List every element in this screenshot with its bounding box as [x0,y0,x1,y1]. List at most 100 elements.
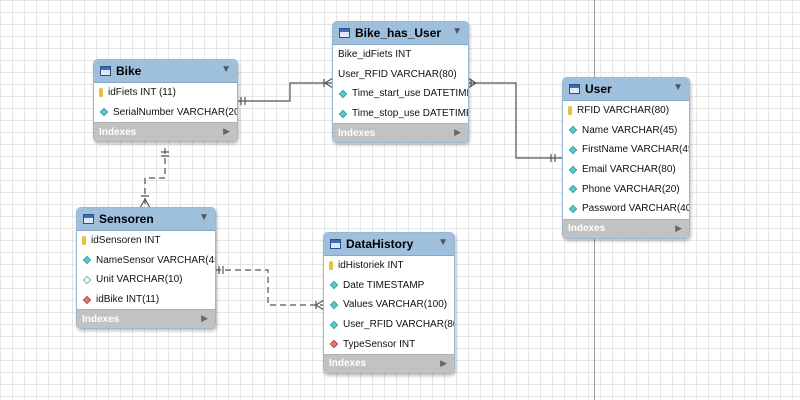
column-label: Bike_idFiets INT [338,49,412,61]
column-row[interactable]: Email VARCHAR(80) [563,160,689,180]
relationship-user-bike-has-user [467,82,563,159]
entity-header[interactable]: DataHistory ▼ [324,233,454,256]
chevron-down-icon[interactable]: ▼ [221,64,231,75]
column-row[interactable]: User_RFID VARCHAR(80) [333,65,468,85]
entity-bike[interactable]: Bike ▼ idFiets INT (11) SerialNumber VAR… [93,59,238,143]
column-label: Name VARCHAR(45) [582,124,678,136]
chevron-right-icon[interactable]: ▶ [675,222,682,233]
table-icon [83,214,94,224]
column-row[interactable]: Date TIMESTAMP [324,276,454,296]
empty-diamond-icon [82,275,92,285]
chevron-right-icon[interactable]: ▶ [223,126,230,137]
column-label: FirstName VARCHAR(45) [582,144,690,156]
column-row[interactable]: NameSensor VARCHAR(45) [77,251,215,271]
column-label: TypeSensor INT [343,338,416,350]
entity-datahistory[interactable]: DataHistory ▼ idHistoriek INT Date TIMES… [323,232,455,374]
chevron-down-icon[interactable]: ▼ [452,26,462,37]
column-label: Unit VARCHAR(10) [96,274,183,286]
entity-header[interactable]: User ▼ [563,78,689,101]
key-icon [99,88,103,98]
column-row[interactable]: FirstName VARCHAR(45) [563,140,689,160]
column-row[interactable]: Values VARCHAR(100) [324,295,454,315]
entity-title: Bike_has_User [355,26,442,40]
column-row[interactable]: Name VARCHAR(45) [563,121,689,141]
table-icon [569,84,580,94]
column-row[interactable]: Bike_idFiets INT [333,45,468,65]
column-label: NameSensor VARCHAR(45) [96,254,216,266]
column-label: SerialNumber VARCHAR(20) [113,106,238,118]
entity-title: User [585,82,612,96]
diamond-icon [329,281,339,290]
diamond-icon [329,300,339,310]
column-label: idHistoriek INT [338,260,404,272]
column-row[interactable]: Time_start_use DATETIME [333,84,468,104]
diamond-icon [338,109,348,118]
column-row[interactable]: TypeSensor INT [324,334,454,354]
column-label: Password VARCHAR(40) [582,203,690,215]
indexes-label: Indexes [338,127,376,139]
column-label: Time_start_use DATETIME [352,88,469,100]
column-row[interactable]: idSensoren INT [77,231,215,251]
column-row[interactable]: SerialNumber VARCHAR(20) [94,103,237,123]
entity-sensoren[interactable]: Sensoren ▼ idSensoren INT NameSensor VAR… [76,207,216,330]
relationship-sensoren-datahistory [215,269,324,306]
entity-header[interactable]: Bike_has_User ▼ [333,22,468,45]
column-row[interactable]: User_RFID VARCHAR(80) [324,315,454,335]
column-label: Values VARCHAR(100) [343,299,448,311]
entity-header[interactable]: Bike ▼ [94,60,237,83]
column-row[interactable]: idHistoriek INT [324,256,454,276]
diamond-icon [568,165,578,174]
column-label: idFiets INT (11) [108,87,176,99]
column-row[interactable]: RFID VARCHAR(80) [563,101,689,121]
indexes-bar[interactable]: Indexes ▶ [324,353,454,373]
column-label: User_RFID VARCHAR(80) [338,68,457,80]
chevron-down-icon[interactable]: ▼ [673,82,683,93]
indexes-bar[interactable]: Indexes ▶ [333,123,468,143]
column-label: Email VARCHAR(80) [582,164,676,176]
diamond-icon [568,126,578,135]
column-row[interactable]: Time_stop_use DATETIME [333,104,468,124]
diamond-icon [568,184,578,194]
diamond-icon [338,89,348,99]
foreign-key-icon [329,339,339,349]
column-row[interactable]: Phone VARCHAR(20) [563,179,689,199]
entity-title: Sensoren [99,212,154,226]
column-row[interactable]: idFiets INT (11) [94,83,237,103]
chevron-down-icon[interactable]: ▼ [438,237,448,248]
chevron-right-icon[interactable]: ▶ [201,313,208,324]
diamond-icon [99,108,109,117]
table-icon [100,66,111,76]
entity-title: DataHistory [346,237,414,251]
diamond-icon [82,256,92,265]
chevron-down-icon[interactable]: ▼ [199,212,209,223]
column-label: Date TIMESTAMP [343,279,425,291]
diamond-icon [329,320,339,329]
column-label: idBike INT(11) [96,294,160,306]
entity-header[interactable]: Sensoren ▼ [77,208,215,231]
key-icon [568,106,572,116]
indexes-bar[interactable]: Indexes ▶ [563,218,689,238]
key-icon [329,261,333,271]
entity-bike-has-user[interactable]: Bike_has_User ▼ Bike_idFiets INT User_RF… [332,21,469,144]
indexes-bar[interactable]: Indexes ▶ [77,309,215,329]
column-row[interactable]: idBike INT(11) [77,290,215,310]
indexes-label: Indexes [329,358,367,370]
entity-title: Bike [116,64,142,78]
table-icon [330,239,341,249]
entity-user[interactable]: User ▼ RFID VARCHAR(80) Name VARCHAR(45)… [562,77,690,239]
foreign-key-icon [82,295,92,304]
column-row[interactable]: Unit VARCHAR(10) [77,270,215,290]
relationship-bike-bike-has-user [237,82,333,102]
table-icon [339,28,350,38]
indexes-label: Indexes [99,126,137,138]
indexes-label: Indexes [568,223,606,235]
chevron-right-icon[interactable]: ▶ [440,357,447,368]
column-label: Time_stop_use DATETIME [352,108,469,120]
indexes-bar[interactable]: Indexes ▶ [94,122,237,142]
column-label: idSensoren INT [91,235,161,247]
chevron-right-icon[interactable]: ▶ [454,127,461,138]
indexes-label: Indexes [82,313,120,325]
column-label: RFID VARCHAR(80) [577,105,670,117]
column-label: User_RFID VARCHAR(80) [343,319,455,331]
column-row[interactable]: Password VARCHAR(40) [563,199,689,219]
